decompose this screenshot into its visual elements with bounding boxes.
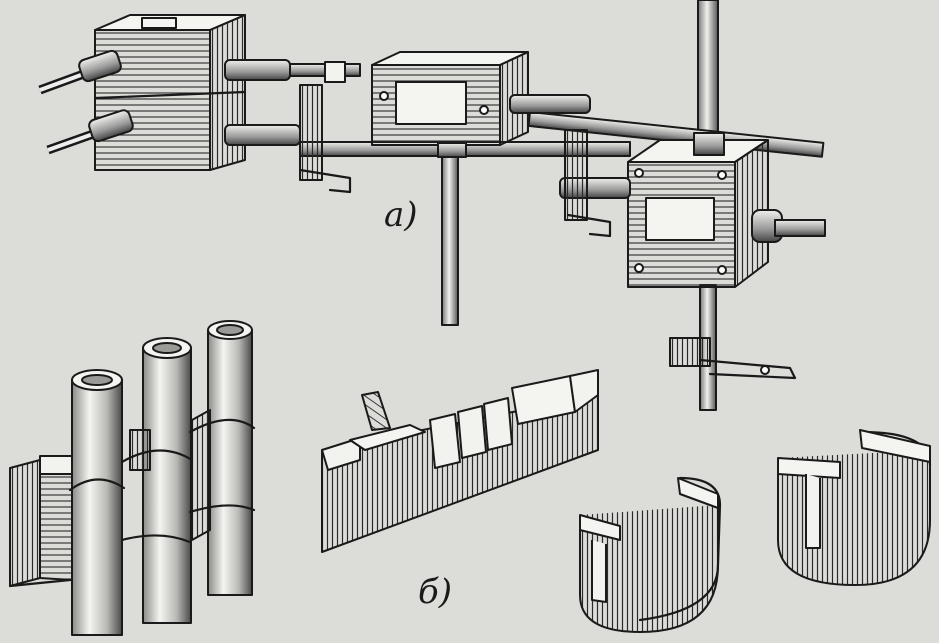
- middle-instrument-box: [371, 51, 591, 158]
- figure-a-assembly: а): [38, 0, 826, 411]
- stand-rod-center: [441, 149, 459, 326]
- pipe-clamp-strip: [8, 409, 256, 588]
- half-round-clip-large: [777, 429, 932, 586]
- right-instrument-box: [627, 132, 826, 288]
- figure-b-assembly: б): [8, 320, 932, 636]
- left-junction-box: [93, 14, 247, 171]
- right-box-fittings: [559, 129, 631, 238]
- pipe-middle: [142, 337, 192, 624]
- comb-mounting-strip: [321, 369, 599, 553]
- bottom-rod-clamp: [669, 337, 797, 380]
- pipe-left: [71, 369, 123, 636]
- left-cables: [38, 49, 134, 155]
- figure-b-label: б): [418, 572, 452, 612]
- half-round-clip-small: [579, 476, 722, 633]
- figure-a-label: а): [384, 195, 418, 235]
- pipe-right: [207, 320, 253, 596]
- rod-clamps-left: [298, 61, 352, 194]
